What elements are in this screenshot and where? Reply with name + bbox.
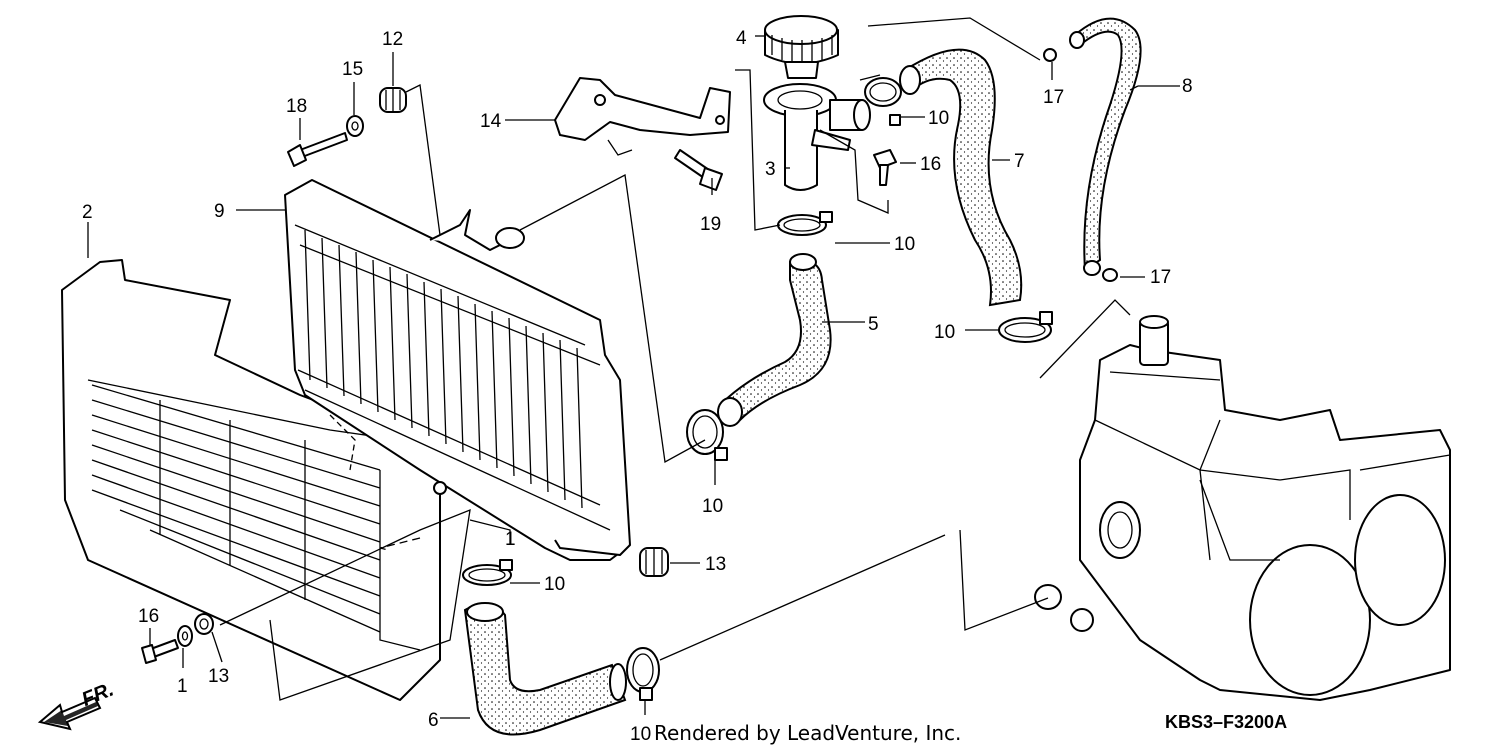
callout-6: 6 — [428, 710, 439, 731]
callout-9: 9 — [214, 201, 225, 222]
washer-12 — [346, 115, 364, 137]
radiator-fins — [304, 229, 583, 509]
radiator — [284, 179, 631, 561]
callout-17b: 17 — [1150, 267, 1171, 288]
callout-3: 3 — [765, 159, 776, 180]
callout-15: 16 — [920, 154, 941, 175]
grommet-13-top — [379, 87, 407, 113]
callout-10d: 10 — [702, 496, 723, 517]
callout-17a: 17 — [1043, 87, 1064, 108]
callout-4: 4 — [736, 28, 747, 49]
bolt-15 — [873, 149, 897, 186]
radiator-cap-4 — [764, 15, 839, 79]
callout-10a: 10 — [928, 108, 949, 129]
callout-18: 18 — [286, 96, 307, 117]
hose-8 — [1069, 17, 1142, 276]
callout-12: 15 — [342, 59, 363, 80]
washer-1 — [177, 625, 193, 647]
callout-10e: 10 — [544, 574, 565, 595]
callout-19: 19 — [700, 214, 721, 235]
clamp-10-a — [864, 77, 902, 126]
bolt-18 — [287, 132, 348, 167]
callout-1: 1 — [177, 676, 188, 697]
bolt-19 — [674, 149, 723, 191]
shroud-grille — [91, 384, 421, 651]
clamp-10-f — [626, 647, 660, 701]
bolt-16 — [141, 639, 179, 664]
diagram-code: KBS3–F3200A — [1165, 712, 1287, 732]
callout-13a: 12 — [382, 29, 403, 50]
clamp-10-d — [686, 409, 728, 461]
callout-10c: 10 — [934, 322, 955, 343]
hose-6 — [463, 602, 627, 736]
hose-7 — [899, 48, 1023, 307]
callout-5: 5 — [868, 314, 879, 335]
callout-7: 7 — [1014, 151, 1025, 172]
clamp-10-c — [998, 311, 1053, 343]
callout-13b: 13 — [705, 554, 726, 575]
bracket-11 — [554, 77, 731, 156]
grommet-13-lower — [639, 547, 669, 577]
collar-14 — [194, 613, 214, 635]
credit-text: Rendered by LeadVenture, Inc. — [654, 721, 961, 745]
callout-2: 2 — [82, 202, 93, 223]
engine-cylinder — [1034, 315, 1451, 701]
front-direction-arrow — [37, 696, 102, 731]
front-label: FR. — [79, 679, 117, 711]
filler-neck-3 — [763, 83, 871, 191]
callout-1b: 1 — [505, 529, 516, 550]
callout-labels: 18 15 12 2 9 14 19 4 3 5 7 8 17 17 16 10… — [82, 28, 1193, 745]
callout-10f: 10 — [630, 724, 651, 745]
clip-17-bottom — [1102, 268, 1118, 282]
leader-lines — [87, 17, 1180, 719]
callout-14: 13 — [208, 666, 229, 687]
hose-5 — [717, 253, 832, 427]
callout-11: 14 — [480, 111, 502, 132]
callout-16: 16 — [138, 606, 159, 627]
clamp-10-e — [462, 559, 513, 586]
callout-10b: 10 — [894, 234, 915, 255]
callout-8: 8 — [1182, 76, 1193, 97]
clamp-10-b — [777, 211, 833, 236]
clip-17-top — [1043, 48, 1057, 62]
